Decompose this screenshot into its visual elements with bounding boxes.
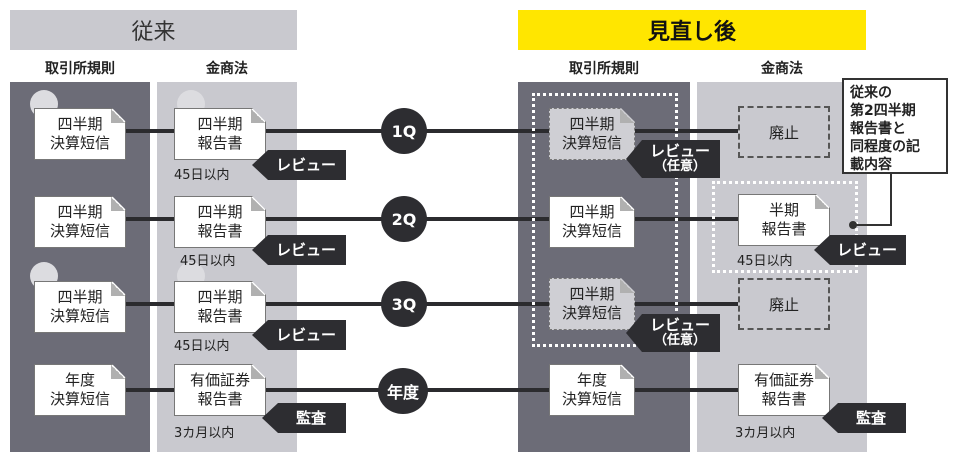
badge-sublabel: （任意） xyxy=(653,159,706,174)
old-report-3q: 四半期 報告書 xyxy=(174,281,266,333)
doc-line: 年度 xyxy=(576,371,607,389)
doc-line: 四半期 xyxy=(57,203,103,221)
old-deadline-annual: 3カ月以内 xyxy=(174,426,235,441)
doc-line: 報告書 xyxy=(761,220,807,238)
header-before: 従来 xyxy=(10,10,297,50)
old-audit-badge: 監査 xyxy=(262,403,346,433)
badge-label: 監査 xyxy=(855,409,886,427)
quarter-label-3q: 3Q xyxy=(381,281,427,327)
connector-1q xyxy=(120,129,740,133)
doc-line: 報告書 xyxy=(197,307,243,325)
badge-label: レビュー xyxy=(649,142,710,160)
new-half-year-report: 半期 報告書 xyxy=(738,194,830,246)
doc-line: 四半期 xyxy=(57,288,103,306)
doc-line: 決算短信 xyxy=(49,307,110,325)
badge-label: 監査 xyxy=(295,409,326,427)
badge-label: レビュー xyxy=(275,156,336,174)
optional-review-highlight xyxy=(532,93,678,347)
col-header-new-fiea: 金商法 xyxy=(761,61,803,77)
old-report-1q: 四半期 報告書 xyxy=(174,108,266,160)
callout-pointer-line xyxy=(852,224,892,226)
doc-line: 有価証券 xyxy=(189,371,250,389)
doc-line: 報告書 xyxy=(197,390,243,408)
new-tanshin-1q: 四半期 決算短信 xyxy=(549,108,635,160)
old-report-2q: 四半期 報告書 xyxy=(174,196,266,248)
new-audit-badge: 監査 xyxy=(822,403,906,433)
new-review-optional-badge-1q: レビュー （任意） xyxy=(626,140,720,178)
half-year-highlight xyxy=(712,181,858,273)
new-deadline-annual: 3カ月以内 xyxy=(735,426,796,441)
callout-line: 第2四半期 xyxy=(850,103,916,119)
col-header-old-exchange: 取引所規則 xyxy=(45,61,115,77)
quarter-label-annual: 年度 xyxy=(378,368,428,414)
doc-line: 決算短信 xyxy=(49,390,110,408)
abolished-1q: 廃止 xyxy=(738,106,830,158)
callout-line: 載内容 xyxy=(850,157,892,173)
badge-label: レビュー xyxy=(275,241,336,259)
abolished-3q: 廃止 xyxy=(738,278,830,330)
old-tanshin-annual: 年度 決算短信 xyxy=(34,364,126,416)
doc-line: 報告書 xyxy=(197,222,243,240)
doc-line: 四半期 xyxy=(569,115,615,133)
old-review-badge-3q: レビュー xyxy=(252,320,346,350)
doc-line: 四半期 xyxy=(57,115,103,133)
new-deadline-2q: 45日以内 xyxy=(737,254,793,269)
quarter-label-2q: 2Q xyxy=(381,196,427,242)
doc-line: 有価証券 xyxy=(753,371,814,389)
badge-sublabel: （任意） xyxy=(653,333,706,348)
connector-3q xyxy=(120,302,740,306)
doc-line: 決算短信 xyxy=(561,134,622,152)
callout-line: 同程度の記 xyxy=(850,139,920,155)
doc-line: 半期 xyxy=(768,201,799,219)
new-securities-report: 有価証券 報告書 xyxy=(738,364,830,416)
col-header-old-fiea: 金商法 xyxy=(206,61,248,77)
new-review-badge-2q: レビュー xyxy=(814,235,906,265)
badge-label: レビュー xyxy=(649,316,710,334)
old-tanshin-3q: 四半期 決算短信 xyxy=(34,281,126,333)
badge-label: レビュー xyxy=(275,326,336,344)
new-tanshin-2q: 四半期 決算短信 xyxy=(549,196,635,248)
col-header-new-exchange: 取引所規則 xyxy=(569,61,639,77)
doc-line: 四半期 xyxy=(197,288,243,306)
old-deadline-2q: 45日以内 xyxy=(180,254,236,269)
doc-line: 決算短信 xyxy=(561,304,622,322)
connector-2q xyxy=(120,217,740,221)
doc-line: 四半期 xyxy=(197,115,243,133)
old-securities-report: 有価証券 報告書 xyxy=(174,364,266,416)
doc-line: 四半期 xyxy=(569,203,615,221)
old-deadline-3q: 45日以内 xyxy=(174,339,230,354)
doc-line: 決算短信 xyxy=(561,222,622,240)
doc-line: 決算短信 xyxy=(49,134,110,152)
callout-line: 報告書と xyxy=(850,121,906,137)
callout-line: 従来の xyxy=(850,85,892,101)
old-review-badge-1q: レビュー xyxy=(252,150,346,180)
new-review-optional-badge-3q: レビュー （任意） xyxy=(626,314,720,352)
doc-line: 報告書 xyxy=(761,390,807,408)
callout-pointer-line xyxy=(890,170,892,226)
doc-line: 四半期 xyxy=(569,285,615,303)
connector-annual xyxy=(120,388,740,392)
new-tanshin-3q: 四半期 決算短信 xyxy=(549,278,635,330)
header-after: 見直し後 xyxy=(518,10,866,50)
doc-line: 決算短信 xyxy=(561,390,622,408)
badge-label: レビュー xyxy=(836,241,897,259)
doc-line: 四半期 xyxy=(197,203,243,221)
half-year-callout: 従来の 第2四半期 報告書と 同程度の記 載内容 xyxy=(842,78,948,174)
old-deadline-1q: 45日以内 xyxy=(174,168,230,183)
doc-line: 年度 xyxy=(64,371,95,389)
doc-line: 決算短信 xyxy=(49,222,110,240)
new-tanshin-annual: 年度 決算短信 xyxy=(549,364,635,416)
quarter-label-1q: 1Q xyxy=(381,108,427,154)
doc-line: 報告書 xyxy=(197,134,243,152)
callout-pointer-dot xyxy=(849,221,857,229)
old-tanshin-1q: 四半期 決算短信 xyxy=(34,108,126,160)
old-tanshin-2q: 四半期 決算短信 xyxy=(34,196,126,248)
old-review-badge-2q: レビュー xyxy=(252,235,346,265)
